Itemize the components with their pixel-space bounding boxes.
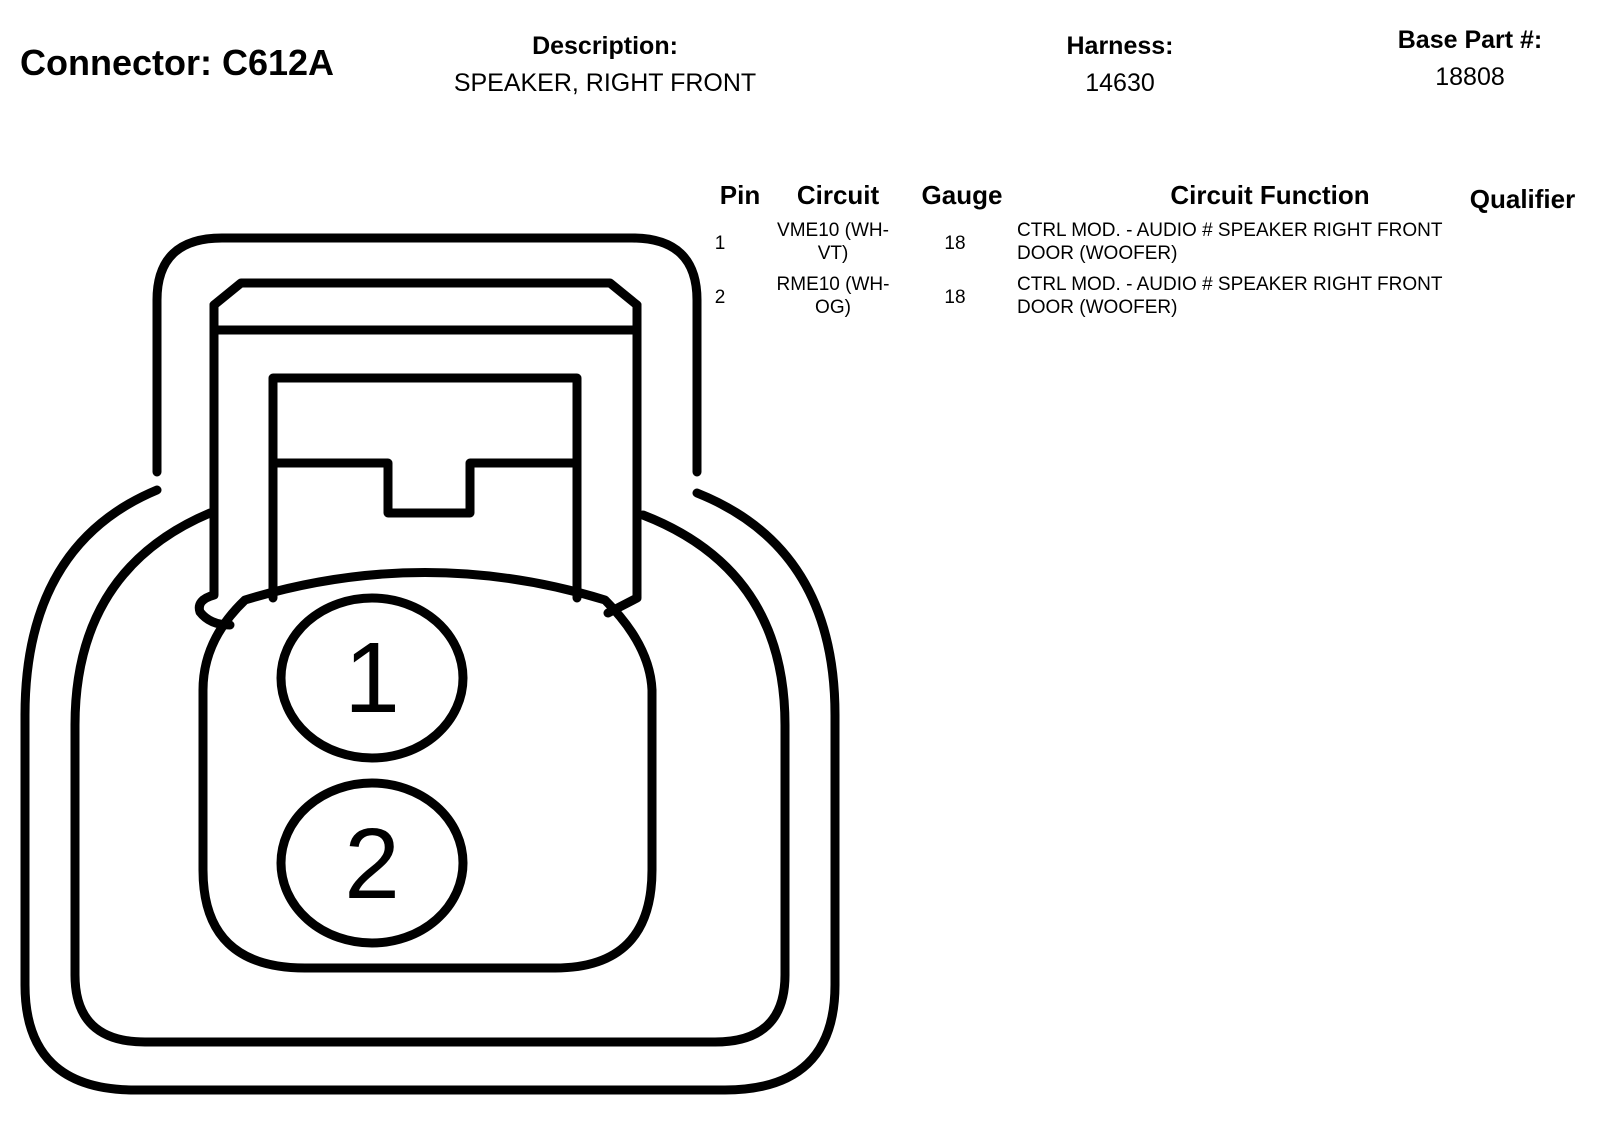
harness-label: Harness: [1066,32,1174,60]
pin-2: 2 [276,778,468,948]
connector-inner-shell [70,508,790,1047]
base-part-label: Base Part #: [1397,26,1543,54]
row-circuit-line1: RME10 (WH- [776,274,890,295]
column-header-qualifier: Qualifier [1469,184,1576,214]
row-function-line1: CTRL MOD. - AUDIO # SPEAKER RIGHT FRONT [1017,274,1443,295]
column-header-circuit-function: Circuit Function [1170,180,1370,210]
row-gauge: 18 [944,233,966,254]
row-gauge: 18 [944,287,966,308]
row-function-line2: DOOR (WOOFER) [1017,297,1178,318]
row-circuit: RME10 (WH- OG) [768,273,898,319]
row-function-line2: DOOR (WOOFER) [1017,243,1178,264]
row-circuit-function: CTRL MOD. - AUDIO # SPEAKER RIGHT FRONT … [1017,273,1517,319]
row-circuit-line1: VME10 (WH- [777,220,889,241]
row-pin: 1 [714,233,726,254]
description-value: SPEAKER, RIGHT FRONT [453,69,757,97]
row-circuit-function: CTRL MOD. - AUDIO # SPEAKER RIGHT FRONT … [1017,219,1517,265]
connector-face-diagram: 1 2 [20,233,840,1095]
description-block: Description: SPEAKER, RIGHT FRONT [430,32,780,98]
row-circuit-line2: OG) [815,297,851,318]
pin-1: 1 [276,593,468,763]
locking-latch [194,278,642,630]
pin-insert [198,568,657,973]
row-circuit: VME10 (WH- VT) [768,219,898,265]
connector-outer-shell [20,233,840,1095]
base-part-block: Base Part #: 18808 [1370,26,1570,92]
pin-1-outline [276,593,468,763]
base-part-value: 18808 [1435,63,1505,91]
harness-block: Harness: 14630 [1020,32,1220,98]
harness-value: 14630 [1085,69,1155,97]
terminal-cavity-frame [268,373,582,603]
column-header-circuit: Circuit [796,180,880,210]
row-function-line1: CTRL MOD. - AUDIO # SPEAKER RIGHT FRONT [1017,220,1443,241]
description-label: Description: [532,32,678,60]
column-header-pin: Pin [719,180,761,210]
pin-2-outline [276,778,468,948]
connector-title: Connector: C612A [20,42,335,83]
column-header-gauge: Gauge [921,180,1003,210]
row-pin: 2 [714,287,726,308]
row-circuit-line2: VT) [817,243,849,264]
pin-2-label: 2 [344,808,400,920]
pin-1-label: 1 [344,622,400,734]
